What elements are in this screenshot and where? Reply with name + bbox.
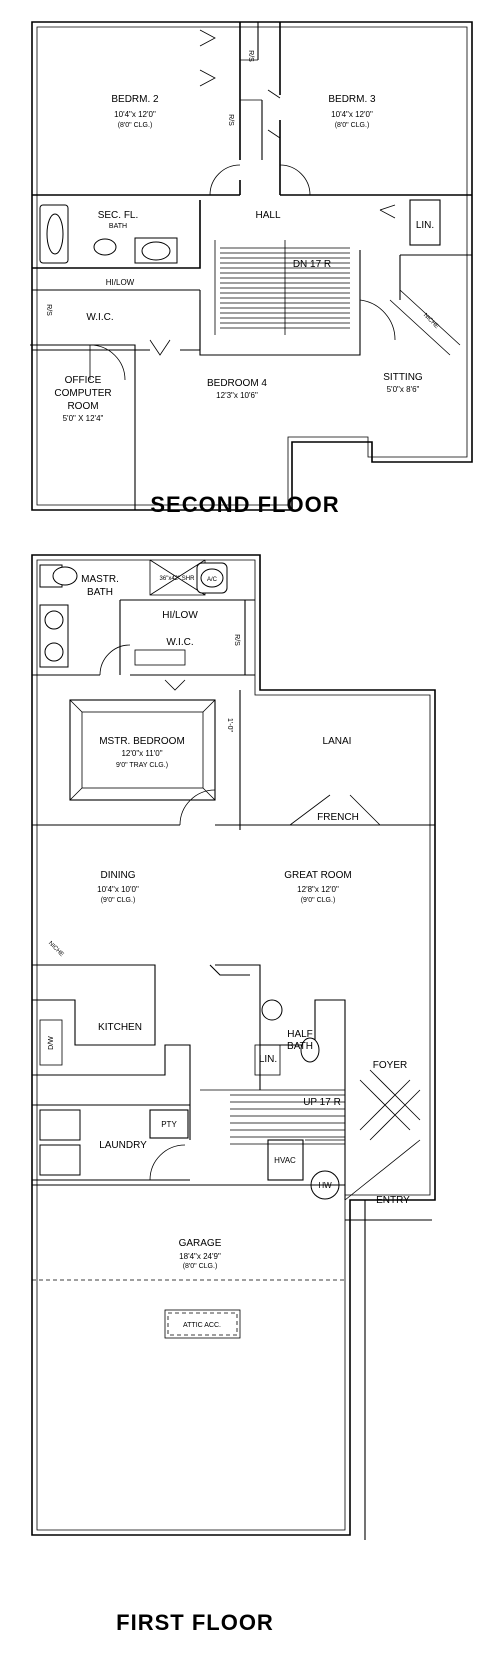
second-wic-label: W.I.C. xyxy=(86,312,113,323)
second-floor-plan: BEDRM. 2 10'4"x 12'0" (8'0" CLG.) BEDRM.… xyxy=(30,21,473,511)
first-floor-outer-wall xyxy=(31,554,436,1536)
second-linen-label: LIN. xyxy=(416,220,434,231)
entry-label: ENTRY xyxy=(376,1195,410,1206)
office-line-2: COMPUTER xyxy=(54,388,111,399)
half-bath-name: HALF xyxy=(287,1029,313,1040)
great-room-dims: 12'8"x 12'0" xyxy=(297,885,339,894)
first-hi-low-label: HI/LOW xyxy=(162,610,198,621)
great-room-name: GREAT ROOM xyxy=(284,870,351,881)
garage-name: GARAGE xyxy=(179,1238,222,1249)
garage-dims: 18'4"x 24'9" xyxy=(179,1252,221,1261)
bedroom-2-dims: 10'4"x 12'0" xyxy=(114,110,156,119)
second-niche-label: NICHE xyxy=(422,313,439,330)
bedroom-3-name: BEDRM. 3 xyxy=(328,94,376,105)
master-bath-name: MASTR. xyxy=(81,574,119,585)
laundry-label: LAUNDRY xyxy=(99,1140,147,1151)
hall-label: HALL xyxy=(255,210,280,221)
second-rs-left-label: R/S xyxy=(45,304,52,316)
ac-label: A/C xyxy=(207,577,218,583)
bedroom-2-ceiling: (8'0" CLG.) xyxy=(118,122,153,129)
second-floor-outer-wall xyxy=(31,21,473,511)
second-stair-label: DN 17 R xyxy=(293,259,331,270)
first-floor-plan: MASTR. BATH 36"x42" SHR A/C HI/LOW W.I.C… xyxy=(31,554,436,1540)
master-bath-sub: BATH xyxy=(87,587,113,598)
soffit-label: 1'-0" xyxy=(226,718,233,732)
office-line-3: ROOM xyxy=(67,401,98,412)
first-stair-label: UP 17 R xyxy=(303,1097,341,1108)
attic-access-label: ATTIC ACC. xyxy=(183,1322,221,1329)
hvac-label: HVAC xyxy=(274,1156,296,1165)
dishwasher-label: D/W xyxy=(48,1036,55,1050)
kitchen-label: KITCHEN xyxy=(98,1022,142,1033)
bedroom-3-dims: 10'4"x 12'0" xyxy=(331,110,373,119)
office-dims: 5'0" X 12'4" xyxy=(63,414,104,423)
second-floor-title: SECOND FLOOR xyxy=(150,492,339,517)
bedroom-4-dims: 12'3"x 10'6" xyxy=(216,391,258,400)
garage-ceiling: (8'0" CLG.) xyxy=(183,1263,218,1270)
pantry-label: PTY xyxy=(161,1120,177,1129)
bedroom-3-ceiling: (8'0" CLG.) xyxy=(335,122,370,129)
first-rs-label: R/S xyxy=(233,634,240,646)
master-bedroom-name: MSTR. BEDROOM xyxy=(99,736,185,747)
dining-ceiling: (9'0" CLG.) xyxy=(101,897,136,904)
bedroom-2-name: BEDRM. 2 xyxy=(111,94,159,105)
dining-name: DINING xyxy=(101,870,136,881)
half-bath-sub: BATH xyxy=(287,1041,313,1052)
sec-bath-name: SEC. FL. xyxy=(98,210,139,221)
dining-dims: 10'4"x 10'0" xyxy=(97,885,139,894)
water-heater-label: HW xyxy=(318,1181,332,1190)
french-door-label: FRENCH xyxy=(317,812,359,823)
first-niche-label: NICHE xyxy=(47,941,64,958)
first-linen-label: LIN. xyxy=(259,1054,277,1065)
master-bedroom-dims: 12'0"x 11'0" xyxy=(121,749,162,758)
sitting-name: SITTING xyxy=(383,372,423,383)
foyer-label: FOYER xyxy=(373,1060,407,1071)
lanai-label: LANAI xyxy=(323,736,352,747)
second-hi-low-label: HI/LOW xyxy=(106,278,135,287)
office-line-1: OFFICE xyxy=(65,375,102,386)
first-floor-title: FIRST FLOOR xyxy=(116,1610,274,1635)
closet-rs-a-label: R/S xyxy=(247,50,254,62)
great-room-ceiling: (9'0" CLG.) xyxy=(301,897,336,904)
master-bedroom-ceiling: 9'0" TRAY CLG.) xyxy=(116,762,168,769)
closet-rs-b-label: R/S xyxy=(227,114,234,126)
sec-bath-sub: BATH xyxy=(109,223,127,230)
bedroom-4-name: BEDROOM 4 xyxy=(207,378,267,389)
shower-label: 36"x42" SHR xyxy=(160,576,196,582)
sitting-dims: 5'0"x 8'6" xyxy=(387,385,420,394)
first-wic-label: W.I.C. xyxy=(166,637,193,648)
